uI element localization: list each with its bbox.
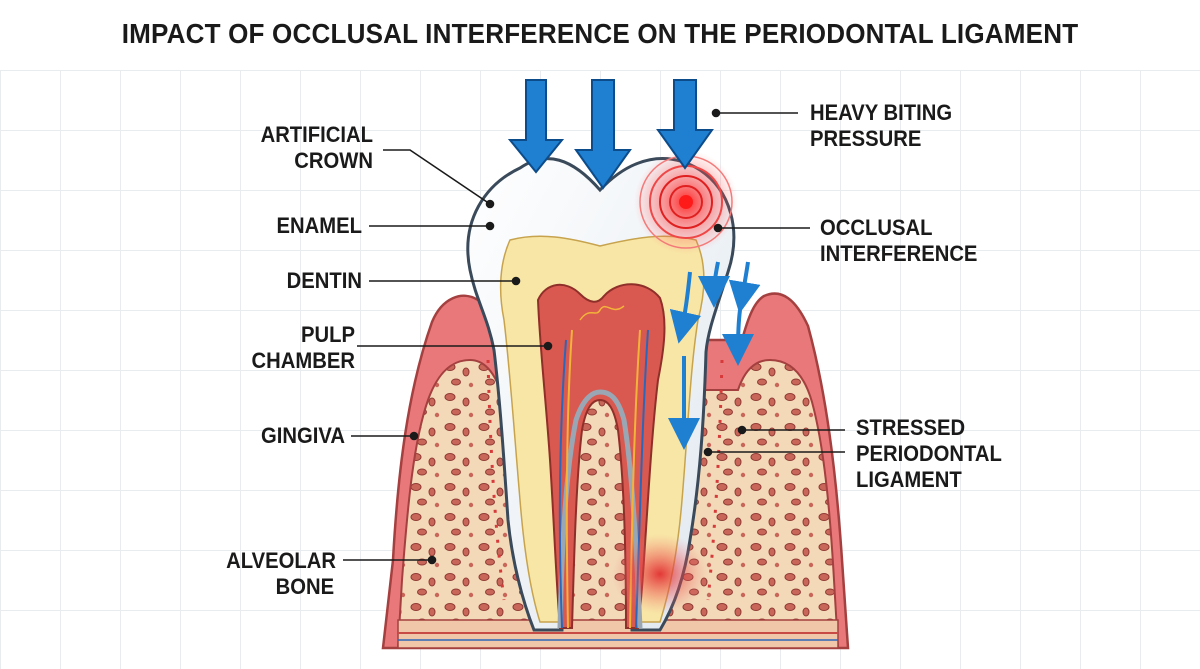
label-dentin: DENTIN <box>286 268 362 293</box>
stress-direction-arrows <box>668 261 761 450</box>
apex-stress-glow <box>612 534 708 614</box>
diagram-title: IMPACT OF OCCLUSAL INTERFERENCE ON THE P… <box>121 18 1079 49</box>
label-gingiva: GINGIVA <box>261 423 345 448</box>
biting-force-arrows <box>507 79 714 190</box>
label-enamel: ENAMEL <box>276 213 362 238</box>
